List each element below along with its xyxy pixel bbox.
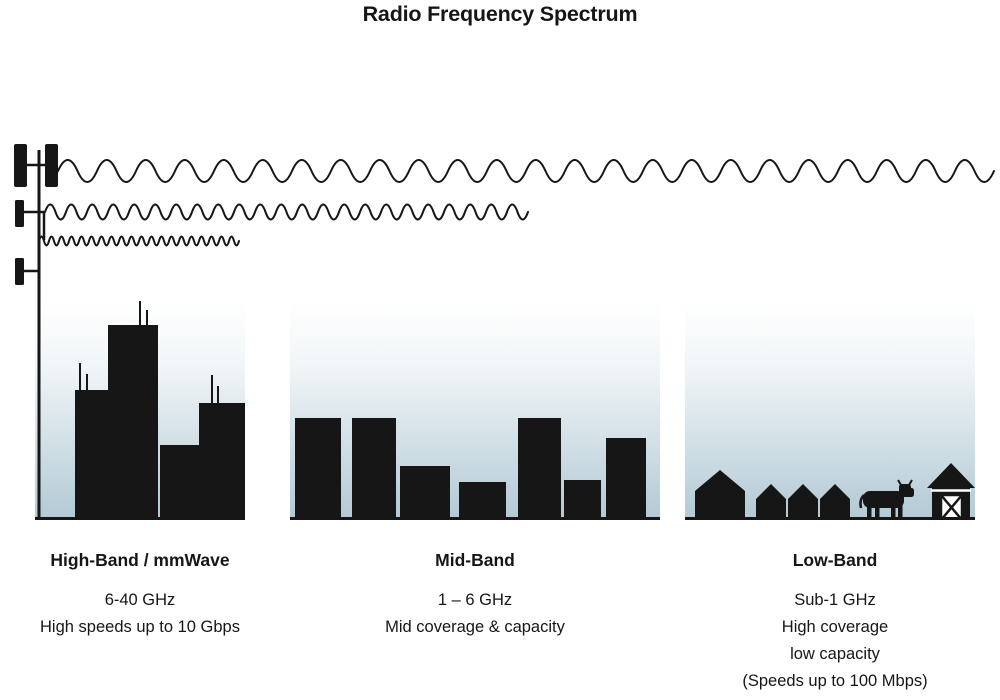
skyscraper <box>75 390 111 520</box>
band-detail: low capacity <box>790 645 880 663</box>
band-detail: High coverage <box>781 618 889 636</box>
house <box>695 470 745 520</box>
high-band-wave <box>38 235 240 247</box>
skyscraper <box>199 403 245 520</box>
building <box>352 418 396 520</box>
building <box>459 482 506 520</box>
band-description: 6-40 GHz High speeds up to 10 Gbps <box>30 587 250 641</box>
band-description: Sub-1 GHz High coverage low capacity (Sp… <box>690 587 980 695</box>
building <box>564 480 601 520</box>
band-name: Mid-Band <box>435 550 515 570</box>
cow-icon <box>859 479 914 520</box>
rural-scene <box>685 463 975 520</box>
building <box>518 418 561 520</box>
house <box>756 484 786 520</box>
building <box>606 438 646 520</box>
band-description: 1 – 6 GHz Mid coverage & capacity <box>330 587 620 641</box>
midrise-skyline <box>290 418 660 520</box>
building <box>295 418 341 520</box>
band-frequency: 1 – 6 GHz <box>437 591 513 609</box>
band-name: Low-Band <box>792 550 878 570</box>
low-band-scene <box>685 300 975 520</box>
low-band-label-block: Low-Band Sub-1 GHz High coverage low cap… <box>690 550 980 695</box>
barn-icon <box>927 463 975 520</box>
band-detail: (Speeds up to 100 Mbps) <box>742 672 928 690</box>
mid-band-wave <box>44 203 529 221</box>
low-band-wave <box>57 159 995 183</box>
city-skyline <box>35 301 245 520</box>
house <box>788 484 818 520</box>
house <box>820 484 850 520</box>
band-detail: High speeds up to 10 Gbps <box>40 618 240 636</box>
band-frequency: Sub-1 GHz <box>794 591 876 609</box>
building <box>400 466 450 520</box>
band-detail: Mid coverage & capacity <box>385 618 565 636</box>
high-band-label-block: High-Band / mmWave 6-40 GHz High speeds … <box>30 550 250 641</box>
page-title: Radio Frequency Spectrum <box>362 2 638 26</box>
high-band-scene <box>35 300 245 520</box>
skyscraper <box>160 445 201 520</box>
mid-band-scene <box>290 300 660 520</box>
band-frequency: 6-40 GHz <box>104 591 176 609</box>
mid-band-label-block: Mid-Band 1 – 6 GHz Mid coverage & capaci… <box>330 550 620 641</box>
band-name: High-Band / mmWave <box>50 550 230 570</box>
skyscraper <box>108 325 158 520</box>
